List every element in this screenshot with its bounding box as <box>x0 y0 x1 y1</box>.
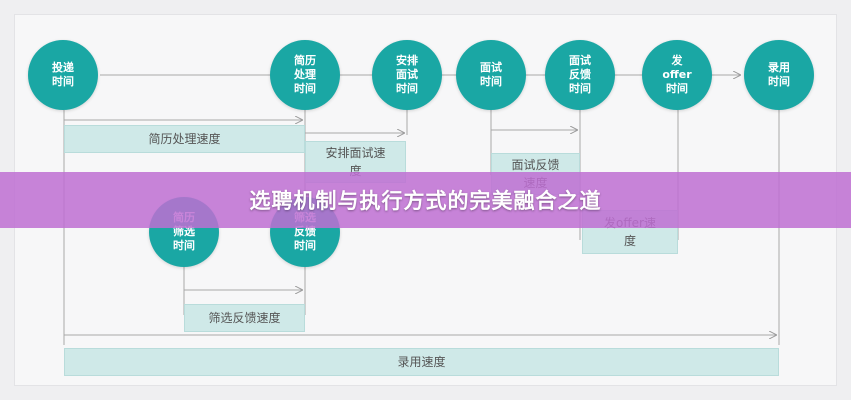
banner-title: 选聘机制与执行方式的完美融合之道 <box>249 189 602 213</box>
node-resume-processing-time: 简历 处理 时间 <box>270 40 340 110</box>
node-interview-feedback-time: 面试 反馈 时间 <box>545 40 615 110</box>
bar-hire-speed: 录用速度 <box>64 348 779 376</box>
node-deliver-time: 投递 时间 <box>28 40 98 110</box>
bar-screen-feedback-speed: 筛选反馈速度 <box>184 304 305 332</box>
node-arrange-interview-time: 安排 面试 时间 <box>372 40 442 110</box>
node-hire-time: 录用 时间 <box>744 40 814 110</box>
node-offer-time: 发 offer 时间 <box>642 40 712 110</box>
bar-resume-speed: 简历处理速度 <box>64 125 305 153</box>
title-banner: 选聘机制与执行方式的完美融合之道 <box>0 172 851 228</box>
node-interview-time: 面试 时间 <box>456 40 526 110</box>
